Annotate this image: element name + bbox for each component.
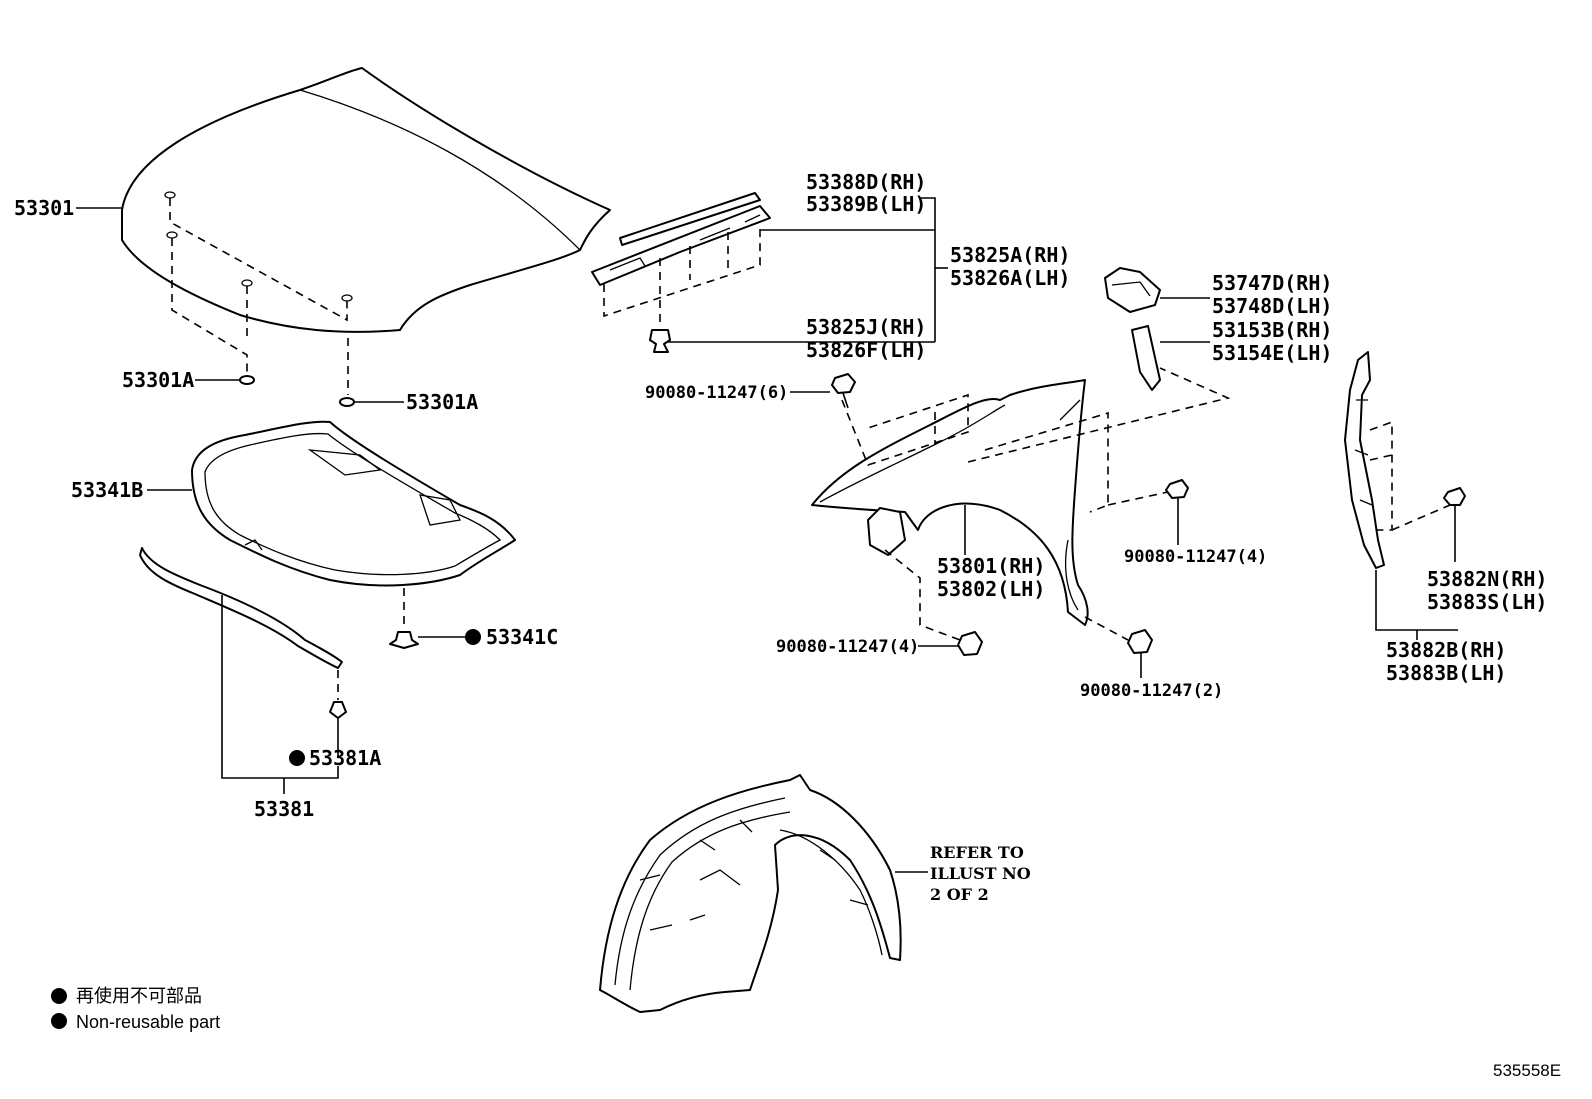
bolt-90080-11247-4-lower[interactable] — [957, 631, 983, 656]
hood-seal-bracket[interactable] — [591, 205, 771, 286]
cowl-seal-53388d[interactable] — [619, 192, 761, 246]
label-53883s: 53883S(LH) — [1427, 590, 1547, 614]
fender-liner[interactable] — [599, 774, 902, 1013]
label-53153b: 53153B(RH) — [1212, 318, 1332, 342]
label-53301a-left: 53301A — [122, 368, 194, 392]
refer-note-line1: REFER TO — [930, 843, 1024, 862]
hood-seal[interactable] — [139, 547, 343, 669]
bolt-90080-11247-6[interactable] — [831, 373, 856, 394]
label-53301a-right: 53301A — [406, 390, 478, 414]
non-reusable-mark-53341c — [465, 629, 481, 645]
clip-53341c[interactable] — [389, 631, 419, 649]
label-53882n: 53882N(RH) — [1427, 567, 1547, 591]
label-53154e: 53154E(LH) — [1212, 341, 1332, 365]
refer-note-line2: ILLUST NO — [930, 864, 1031, 883]
label-53802: 53802(LH) — [937, 577, 1045, 601]
legend-bullet-english — [51, 1013, 67, 1029]
fender-bracket[interactable] — [867, 507, 906, 556]
label-53825a: 53825A(RH) — [950, 243, 1070, 267]
fender-liner-seal-53882b[interactable] — [1344, 351, 1385, 569]
label-53381a: 53381A — [309, 746, 381, 770]
bolt-53882n[interactable] — [1443, 487, 1466, 506]
label-53883b: 53883B(LH) — [1386, 661, 1506, 685]
label-53882b: 53882B(RH) — [1386, 638, 1506, 662]
bolt-90080-11247-4-right[interactable] — [1165, 479, 1189, 499]
label-bolt-4-lower: 90080-11247(4) — [776, 637, 919, 657]
label-bolt-4-right: 90080-11247(4) — [1124, 547, 1267, 567]
hood-insulator[interactable] — [191, 420, 516, 587]
label-bolt-2: 90080-11247(2) — [1080, 681, 1223, 701]
legend-english: Non-reusable part — [76, 1012, 220, 1032]
fender-seal-53153b[interactable] — [1131, 325, 1161, 391]
label-53301: 53301 — [14, 196, 74, 220]
legend-japanese: 再使用不可部品 — [76, 986, 202, 1006]
diagram-code: 535558E — [1493, 1061, 1561, 1080]
label-bolt-6: 90080-11247(6) — [645, 383, 788, 403]
label-53825j: 53825J(RH) — [806, 315, 926, 339]
label-53381: 53381 — [254, 797, 314, 821]
label-53826f: 53826F(LH) — [806, 338, 926, 362]
label-53801: 53801(RH) — [937, 554, 1045, 578]
label-53341c: 53341C — [486, 625, 558, 649]
hood-grommet-left[interactable] — [239, 375, 255, 385]
legend-bullet-japanese — [51, 988, 67, 1004]
label-53388d: 53388D(RH) — [806, 170, 926, 194]
clip-53825j[interactable] — [649, 329, 671, 353]
label-53389b: 53389B(LH) — [806, 192, 926, 216]
label-53747d: 53747D(RH) — [1212, 271, 1332, 295]
refer-note-line3: 2 OF 2 — [930, 885, 989, 904]
clip-53381a[interactable] — [329, 701, 347, 719]
hood-grommet-right[interactable] — [339, 397, 355, 407]
non-reusable-mark-53381a — [289, 750, 305, 766]
label-53748d: 53748D(LH) — [1212, 294, 1332, 318]
label-53341b: 53341B — [71, 478, 143, 502]
bolt-90080-11247-2[interactable] — [1127, 629, 1153, 654]
fender-mount-bracket[interactable] — [1104, 267, 1161, 313]
hood-panel[interactable] — [121, 67, 611, 333]
label-53826a: 53826A(LH) — [950, 266, 1070, 290]
